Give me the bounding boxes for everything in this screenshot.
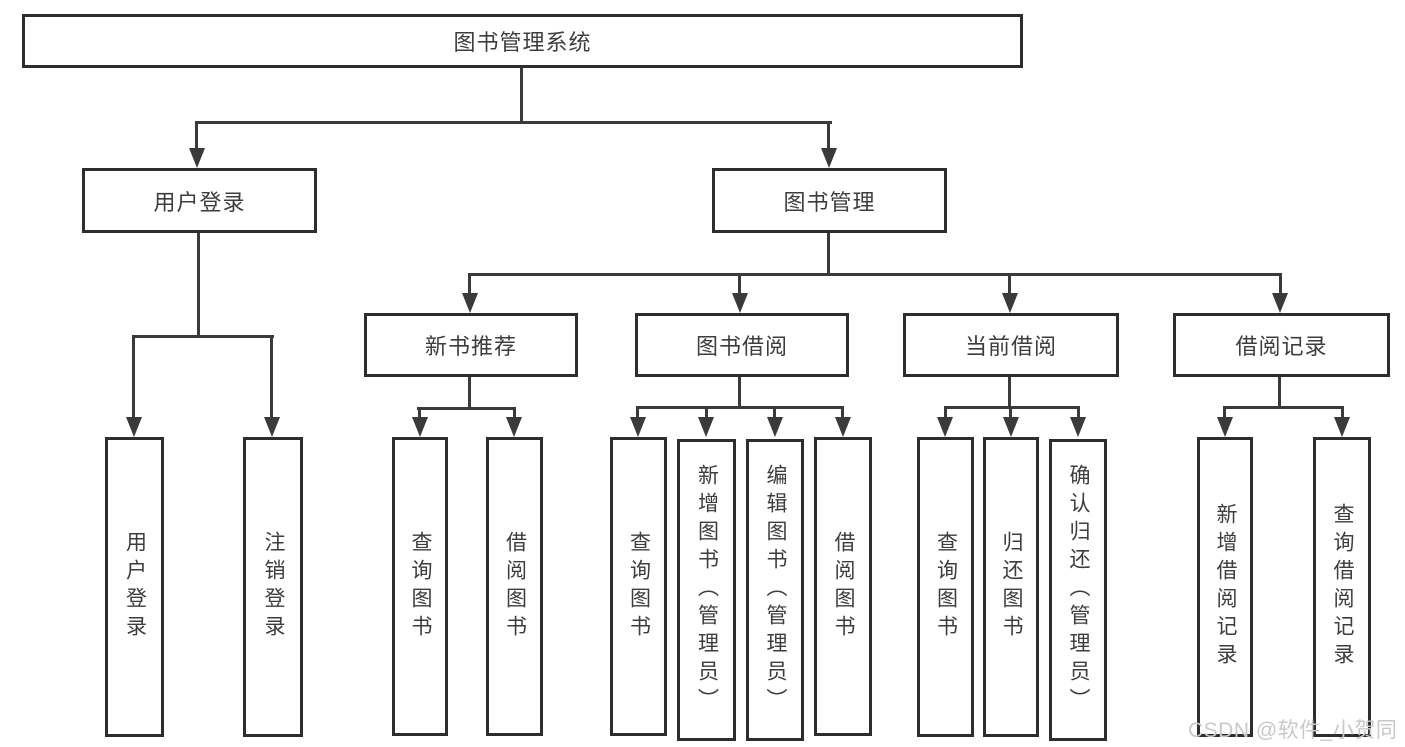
csdn-watermark: CSDN @软件_小贺同学	[1188, 719, 1398, 742]
connector-line	[196, 121, 832, 124]
arrow-down-icon	[698, 417, 714, 437]
node-label: 查询图书	[409, 530, 433, 643]
connector-line	[1223, 406, 1226, 419]
node-label: 编辑图书（管理员）	[764, 464, 788, 716]
connector-line	[944, 406, 947, 419]
arrow-down-icon	[821, 148, 837, 168]
connector-line	[944, 406, 1080, 409]
node-label: 确认归还（管理员）	[1067, 464, 1091, 716]
arrow-down-icon	[1272, 293, 1288, 313]
arrow-down-icon	[506, 417, 522, 437]
leaf-borrowing-edit-books-admin: 编辑图书（管理员）	[746, 439, 804, 741]
connector-line	[1008, 273, 1011, 295]
connector-line	[1223, 406, 1344, 409]
arrow-down-icon	[937, 417, 953, 437]
node-label: 查询借阅记录	[1331, 503, 1355, 671]
node-label: 归还图书	[1000, 531, 1024, 643]
leaf-records-add-borrow-record: 新增借阅记录	[1197, 437, 1253, 737]
connector-line	[738, 376, 741, 409]
leaf-recommend-query-books: 查询图书	[392, 437, 448, 736]
leaf-current-confirm-return-admin: 确认归还（管理员）	[1049, 439, 1107, 741]
connector-line	[841, 406, 844, 419]
connector-line	[468, 273, 1282, 276]
node-book-management: 图书管理	[712, 168, 947, 233]
node-label: 查询图书	[627, 530, 651, 643]
connector-line	[827, 121, 830, 151]
arrow-down-icon	[767, 417, 783, 437]
leaf-borrowing-add-books-admin: 新增图书（管理员）	[677, 439, 736, 741]
arrow-down-icon	[835, 417, 851, 437]
connector-line	[1009, 406, 1012, 419]
connector-line	[636, 406, 844, 409]
connector-line	[513, 407, 516, 420]
connector-line	[132, 335, 274, 338]
node-label: 新增借阅记录	[1214, 503, 1238, 671]
connector-line	[197, 232, 200, 338]
connector-line	[270, 335, 273, 419]
connector-line	[1279, 273, 1282, 295]
node-label: 用户登录	[123, 531, 147, 643]
connector-line	[468, 376, 471, 410]
arrow-down-icon	[630, 417, 646, 437]
node-label: 当前借阅	[964, 334, 1057, 359]
leaf-current-return-books: 归还图书	[983, 437, 1039, 737]
connector-line	[1077, 406, 1080, 419]
arrow-down-icon	[462, 293, 478, 313]
connector-line	[827, 232, 830, 276]
node-label: 借阅图书	[832, 530, 856, 643]
arrow-down-icon	[1334, 417, 1350, 437]
leaf-recommend-borrow-books: 借阅图书	[486, 437, 543, 736]
connector-line	[1341, 406, 1344, 419]
node-label: 借阅图书	[503, 530, 527, 643]
node-book-borrowing: 图书借阅	[635, 313, 849, 377]
leaf-borrowing-borrow-books: 借阅图书	[814, 437, 872, 736]
node-label: 用户登录	[153, 189, 246, 215]
leaf-current-query-books: 查询图书	[917, 437, 974, 737]
connector-line	[773, 406, 776, 419]
connector-line	[705, 406, 708, 419]
arrow-down-icon	[264, 417, 280, 437]
node-user-login: 用户登录	[82, 168, 317, 233]
connector-line	[1008, 376, 1011, 409]
connector-line	[195, 121, 198, 151]
node-borrowing-records: 借阅记录	[1173, 313, 1390, 377]
node-current-borrowing: 当前借阅	[903, 313, 1119, 377]
node-label: 新增图书（管理员）	[695, 464, 719, 716]
leaf-records-query-borrow-record: 查询借阅记录	[1313, 437, 1371, 737]
node-new-book-recommend: 新书推荐	[364, 313, 578, 377]
connector-line	[132, 335, 135, 419]
leaf-logout: 注销登录	[243, 437, 303, 737]
node-label: 借阅记录	[1235, 334, 1328, 359]
connector-line	[636, 406, 639, 419]
connector-line	[417, 407, 516, 410]
arrow-down-icon	[189, 148, 205, 168]
leaf-user-login: 用户登录	[105, 437, 164, 737]
connector-line	[520, 68, 523, 124]
node-label: 新书推荐	[424, 334, 517, 359]
node-label: 图书管理	[783, 189, 876, 215]
node-label: 查询图书	[934, 531, 958, 643]
connector-line	[1278, 374, 1281, 409]
connector-line	[738, 273, 741, 295]
node-library-management-system: 图书管理系统	[22, 14, 1023, 68]
arrow-down-icon	[1003, 417, 1019, 437]
arrow-down-icon	[732, 293, 748, 313]
arrow-down-icon	[126, 417, 142, 437]
arrow-down-icon	[1002, 293, 1018, 313]
connector-line	[468, 273, 471, 295]
node-label: 图书管理系统	[453, 30, 592, 55]
arrow-down-icon	[1070, 417, 1086, 437]
leaf-borrowing-query-books: 查询图书	[610, 437, 667, 736]
arrow-down-icon	[412, 417, 428, 437]
arrow-down-icon	[1217, 417, 1233, 437]
connector-line	[418, 407, 421, 420]
node-label: 图书借阅	[695, 334, 788, 359]
node-label: 注销登录	[262, 531, 286, 643]
